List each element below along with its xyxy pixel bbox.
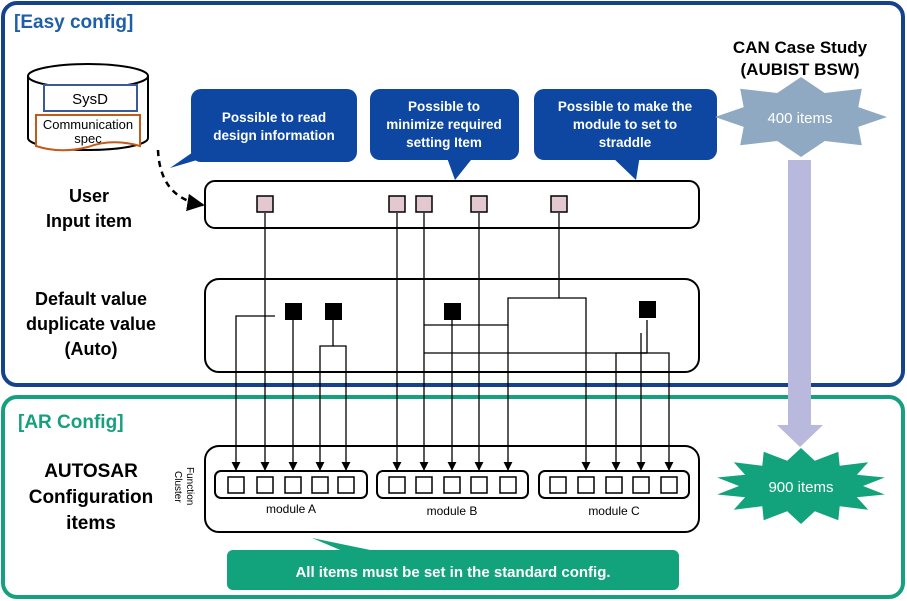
svg-text:Possible to make the: Possible to make the: [558, 99, 693, 114]
footer-note-text: All items must be set in the standard co…: [295, 564, 610, 581]
star-900-items: 900 items: [717, 448, 885, 524]
items-400-label: 400 items: [767, 110, 832, 127]
config-item: [549, 476, 567, 494]
user-input-label-1: User: [69, 186, 109, 206]
connection-lines: [231, 213, 674, 471]
module-a-label: module A: [266, 502, 316, 516]
config-item: [284, 476, 302, 494]
callout-straddle-modules: Possible to make the module to set to st…: [534, 89, 717, 180]
callout-minimize-items: Possible to minimize required setting It…: [370, 89, 519, 180]
sysd-label: SysD: [72, 91, 108, 108]
communication-label: Communication: [43, 117, 133, 132]
footer-note: All items must be set in the standard co…: [227, 538, 679, 590]
user-input-label-2: Input item: [46, 211, 132, 231]
config-item: [311, 476, 329, 494]
module-b: module B: [376, 470, 529, 518]
autosar-label-2: Configuration: [29, 487, 154, 508]
config-item: [388, 476, 406, 494]
config-item: [660, 476, 678, 494]
default-value-label-3: (Auto): [65, 339, 118, 359]
user-input-item: [388, 195, 406, 213]
sysd-doc: [43, 84, 138, 112]
ar-config-title: [AR Config]: [18, 412, 124, 433]
module-b-label: module B: [427, 504, 478, 518]
config-item: [605, 476, 623, 494]
user-input-item: [550, 195, 568, 213]
module-a: module A: [214, 470, 368, 516]
svg-text:straddle: straddle: [599, 135, 652, 150]
config-item: [256, 476, 274, 494]
auto-item: [639, 301, 656, 318]
user-input-item: [415, 195, 433, 213]
callout-read-design: Possible to read design information: [170, 89, 357, 168]
autosar-label-1: AUTOSAR: [44, 461, 138, 482]
svg-text:Possible to read: Possible to read: [222, 110, 326, 125]
function-cluster-label-2: Cluster: [172, 471, 183, 503]
case-study-title-1: CAN Case Study: [733, 38, 868, 57]
auto-item: [285, 303, 302, 320]
config-item: [632, 476, 650, 494]
svg-text:design information: design information: [213, 128, 335, 143]
function-cluster-label-1: Function: [184, 467, 195, 505]
easy-config-title: [Easy config]: [14, 12, 133, 33]
module-c-label: module C: [588, 504, 640, 518]
user-input-item: [470, 195, 488, 213]
config-item: [227, 476, 245, 494]
default-value-label-2: duplicate value: [26, 314, 156, 334]
database-cylinder-icon: SysD Communication spec: [27, 63, 149, 152]
svg-text:minimize required: minimize required: [386, 117, 502, 132]
items-900-label: 900 items: [768, 479, 833, 496]
auto-items: [285, 301, 656, 320]
config-item: [577, 476, 595, 494]
user-input-items: [256, 195, 568, 213]
config-item: [337, 476, 355, 494]
svg-text:setting Item: setting Item: [406, 135, 482, 150]
user-input-item: [256, 195, 274, 213]
case-study-title-2: (AUBIST BSW): [741, 60, 860, 79]
ar-config-frame: [1, 395, 905, 599]
spec-label: spec: [74, 131, 102, 146]
svg-text:Possible to: Possible to: [408, 99, 480, 114]
communication-spec-doc: [35, 114, 141, 152]
user-input-box: [204, 180, 700, 229]
big-down-arrow: [777, 160, 823, 447]
auto-item: [325, 303, 342, 320]
svg-text:module to set to: module to set to: [573, 117, 677, 132]
star-400-items: 400 items: [715, 77, 887, 157]
auto-item: [444, 303, 461, 320]
config-item: [499, 476, 517, 494]
easy-config-frame: [1, 1, 905, 387]
autosar-label-3: items: [66, 513, 116, 534]
config-item: [470, 476, 488, 494]
module-c: module C: [538, 470, 690, 518]
default-value-label-1: Default value: [35, 289, 147, 309]
config-item: [415, 476, 433, 494]
config-item: [443, 476, 461, 494]
dashed-arrow: [156, 149, 205, 212]
